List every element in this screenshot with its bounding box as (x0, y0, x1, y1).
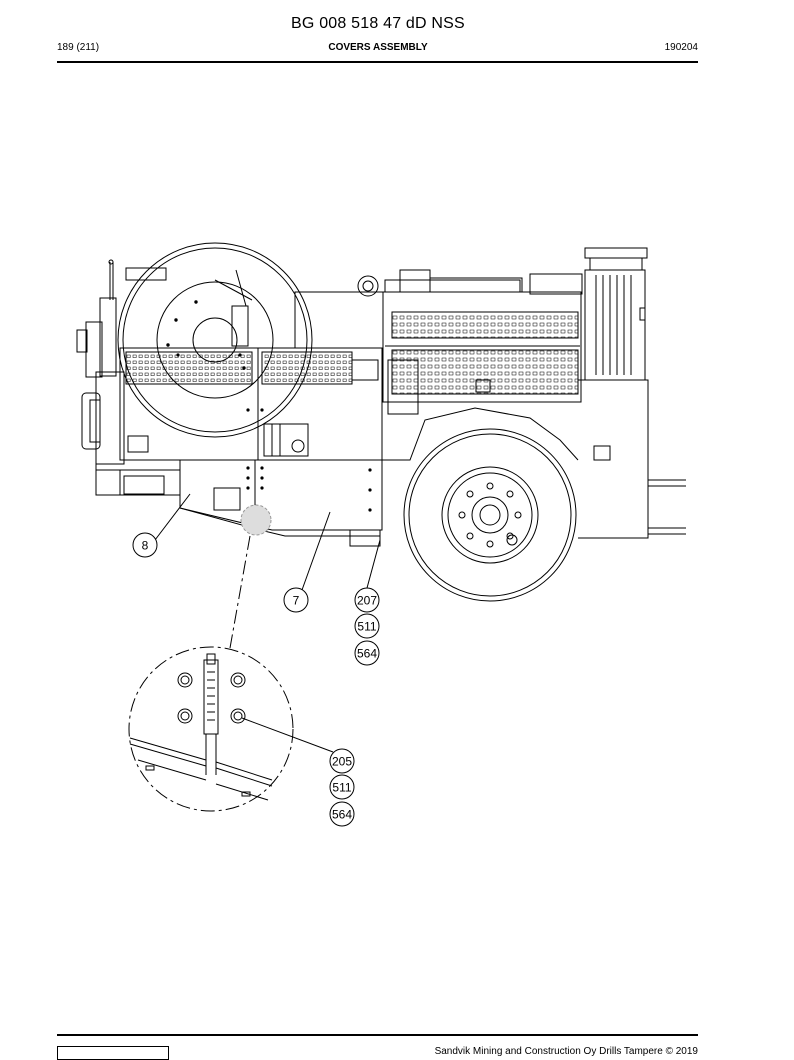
callout-7: 7 (283, 587, 309, 613)
callout-8: 8 (132, 532, 158, 558)
svg-text:511: 511 (332, 781, 351, 795)
header-rule (57, 61, 698, 63)
svg-text:8: 8 (142, 539, 149, 553)
callout-511-lower: 511 (329, 774, 355, 800)
callout-564-lower: 564 (329, 801, 355, 827)
section-title: COVERS ASSEMBLY (328, 42, 428, 53)
svg-text:564: 564 (357, 647, 377, 661)
svg-text:564: 564 (332, 808, 352, 822)
leader-lines (154, 493, 381, 753)
callout-207: 207 (354, 587, 380, 613)
callout-564-upper: 564 (354, 640, 380, 666)
svg-text:511: 511 (357, 620, 376, 634)
footer-copyright: Sandvik Mining and Construction Oy Drill… (434, 1046, 698, 1057)
callout-205: 205 (329, 748, 355, 774)
svg-text:205: 205 (332, 755, 352, 769)
document-code: BG 008 518 47 dD NSS (291, 15, 465, 32)
machine-side-view (76, 242, 686, 602)
sandvik-logo (57, 1046, 169, 1060)
svg-text:7: 7 (293, 594, 300, 608)
detail-view (128, 535, 294, 812)
document-date: 190204 (664, 42, 698, 53)
svg-text:207: 207 (357, 594, 377, 608)
page-number: 189 (211) (57, 42, 100, 53)
callout-511-upper: 511 (354, 613, 380, 639)
footer-rule (57, 1034, 698, 1036)
